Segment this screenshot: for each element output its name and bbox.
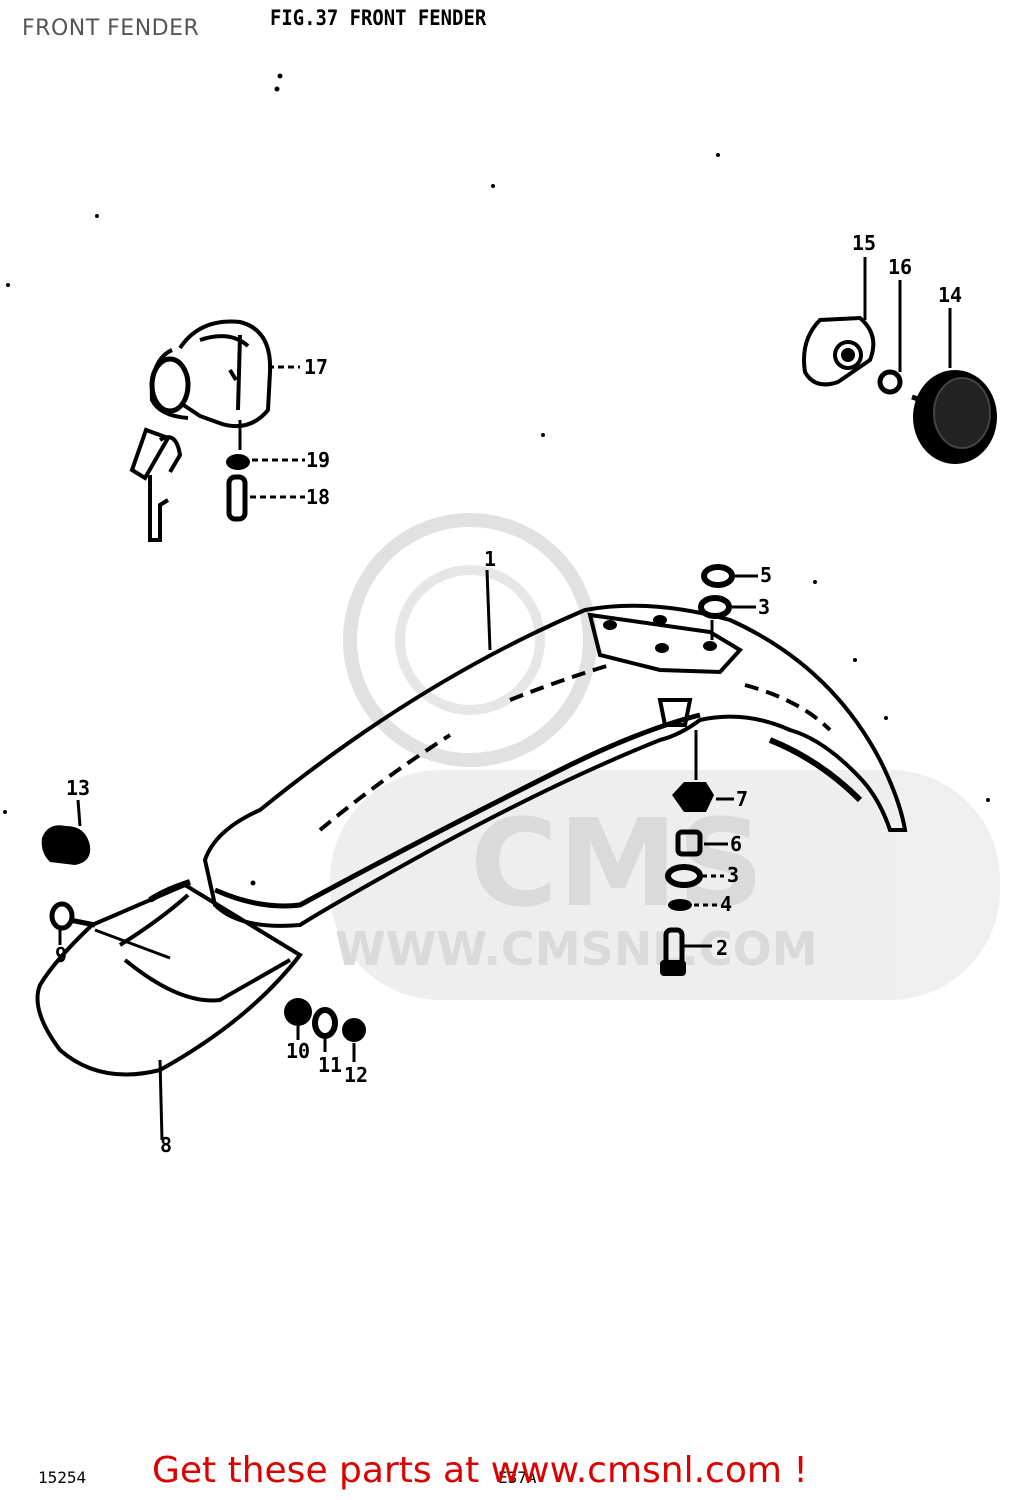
- watermark-brand: CMS: [470, 795, 764, 934]
- callout-3-top: 3: [758, 595, 770, 619]
- spacer-6: [675, 829, 703, 857]
- fender-mount-holes: [603, 615, 717, 653]
- callout-14: 14: [938, 283, 962, 307]
- ignition-switch: [149, 319, 273, 429]
- washer-11: [312, 1007, 338, 1039]
- callout-15: 15: [852, 231, 876, 255]
- nut-12: [342, 1018, 366, 1042]
- washer-3-bottom: [665, 864, 703, 888]
- callout-8: 8: [160, 1133, 172, 1157]
- bolt-2: [660, 927, 686, 976]
- drawing-code: 15254: [38, 1468, 87, 1487]
- watermark-url: WWW.CMSNL.COM: [335, 922, 818, 976]
- screw-18: [226, 474, 248, 522]
- washer-19: [226, 454, 250, 470]
- watermark-helmet-logo: [343, 513, 597, 767]
- callout-3-bottom: 3: [727, 863, 739, 887]
- callout-5: 5: [760, 563, 772, 587]
- page-label: FRONT FENDER: [22, 16, 200, 41]
- get-parts-link[interactable]: Get these parts at www.cmsnl.com !: [152, 1450, 808, 1491]
- callout-4: 4: [720, 892, 732, 916]
- washer-5: [701, 564, 735, 588]
- washer-16: [877, 369, 903, 395]
- ignition-keys: [129, 427, 183, 542]
- callout-6: 6: [730, 832, 742, 856]
- callout-18: 18: [306, 485, 330, 509]
- callout-1: 1: [484, 547, 496, 571]
- callout-19: 19: [306, 448, 330, 472]
- grommet-13: [41, 799, 91, 865]
- callout-11: 11: [318, 1053, 342, 1077]
- callout-2: 2: [716, 936, 728, 960]
- figure-title: FIG.37 FRONT FENDER: [270, 6, 487, 30]
- nut-7: [672, 782, 714, 812]
- figure-code: E37A: [498, 1468, 537, 1487]
- callout-10: 10: [286, 1039, 310, 1063]
- reflector-14: [911, 370, 997, 464]
- screw-9: [49, 901, 171, 960]
- callout-7: 7: [736, 787, 748, 811]
- callout-17: 17: [304, 355, 328, 379]
- callout-9: 9: [55, 943, 67, 967]
- callout-16: 16: [888, 255, 912, 279]
- nut-10: [284, 998, 312, 1026]
- front-fender: [202, 603, 908, 928]
- mud-flap: [35, 879, 303, 1141]
- reflector-bracket-15: [802, 315, 876, 387]
- callout-13: 13: [66, 776, 90, 800]
- callout-12: 12: [344, 1063, 368, 1087]
- cms-watermark: CMS WWW.CMSNL.COM: [330, 513, 1000, 1000]
- washer-4: [668, 899, 692, 911]
- washer-3-top: [698, 595, 732, 619]
